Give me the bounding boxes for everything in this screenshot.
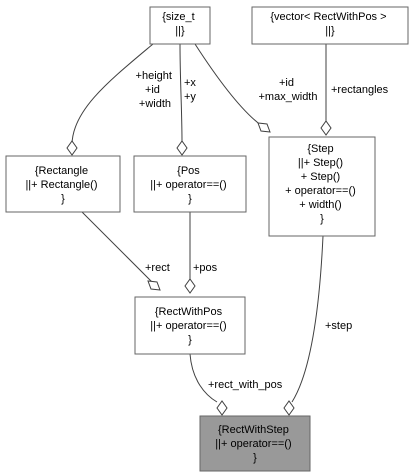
node-label: {Pos ||+ operator==() } <box>150 165 229 205</box>
edge-size-to-step: +id +max_width <box>194 43 318 133</box>
edge-line <box>71 43 154 146</box>
node-box <box>134 296 246 355</box>
edge-vector-to-step: +rectangles <box>320 44 389 136</box>
edge-line <box>189 353 218 403</box>
edge-label: +pos <box>193 262 218 274</box>
edge-line <box>194 43 263 127</box>
node-label: {RectWithStep ||+ operator==() } <box>215 424 294 464</box>
edge-line <box>291 235 324 403</box>
edge-label: +x +y <box>184 77 199 103</box>
edge-step-to-rectwithstep: +step <box>283 235 352 416</box>
edge-pos-to-rectwithpos: +pos <box>184 212 218 294</box>
aggregation-diamond <box>147 280 161 291</box>
node-label: {size_t ||} <box>162 11 197 37</box>
node-box <box>133 155 247 213</box>
edge-label: +id +max_width <box>258 77 317 103</box>
edge-line <box>81 211 153 283</box>
node-step[interactable]: {Step ||+ Step() + Step() + operator==()… <box>268 136 376 237</box>
aggregation-diamond <box>283 400 295 416</box>
node-box <box>251 6 409 45</box>
node-label: {vector< RectWithPos > ||} <box>270 11 389 37</box>
aggregation-diamond <box>216 400 228 416</box>
edge-label: +height +id +width <box>136 70 175 110</box>
aggregation-diamond <box>176 140 188 156</box>
node-pos[interactable]: {Pos ||+ operator==() } <box>133 155 247 213</box>
node-label: {Rectangle ||+ Rectangle() } <box>25 165 100 205</box>
node-size-t[interactable]: {size_t ||} <box>149 6 211 45</box>
edge-label: +rect_with_pos <box>208 379 283 391</box>
edge-rectwithpos-to-rectwithstep: +rect_with_pos <box>189 353 283 416</box>
node-box-highlighted <box>199 415 311 472</box>
edge-size-to-pos: +x +y <box>176 43 199 156</box>
aggregation-diamond <box>320 120 332 136</box>
node-rectwithstep[interactable]: {RectWithStep ||+ operator==() } <box>199 415 311 472</box>
node-vector-rectwithpos[interactable]: {vector< RectWithPos > ||} <box>251 6 409 45</box>
node-box <box>268 136 376 237</box>
node-label: {RectWithPos ||+ operator==() } <box>150 306 229 346</box>
aggregation-diamond <box>184 278 196 294</box>
node-box <box>149 6 211 45</box>
edge-label: +step <box>325 320 352 332</box>
node-box <box>5 155 121 213</box>
node-rectwithpos[interactable]: {RectWithPos ||+ operator==() } <box>134 296 246 355</box>
edge-rectangle-to-rectwithpos: +rect <box>81 211 170 291</box>
edge-line <box>179 43 183 144</box>
node-rectangle[interactable]: {Rectangle ||+ Rectangle() } <box>5 155 121 213</box>
aggregation-diamond <box>257 122 271 133</box>
edge-label: +rect <box>145 262 170 274</box>
aggregation-diamond <box>66 140 78 156</box>
node-label: {Step ||+ Step() + Step() + operator==()… <box>285 143 359 225</box>
edge-size-to-rectangle: +height +id +width <box>66 43 175 156</box>
edge-label: +rectangles <box>331 84 389 96</box>
